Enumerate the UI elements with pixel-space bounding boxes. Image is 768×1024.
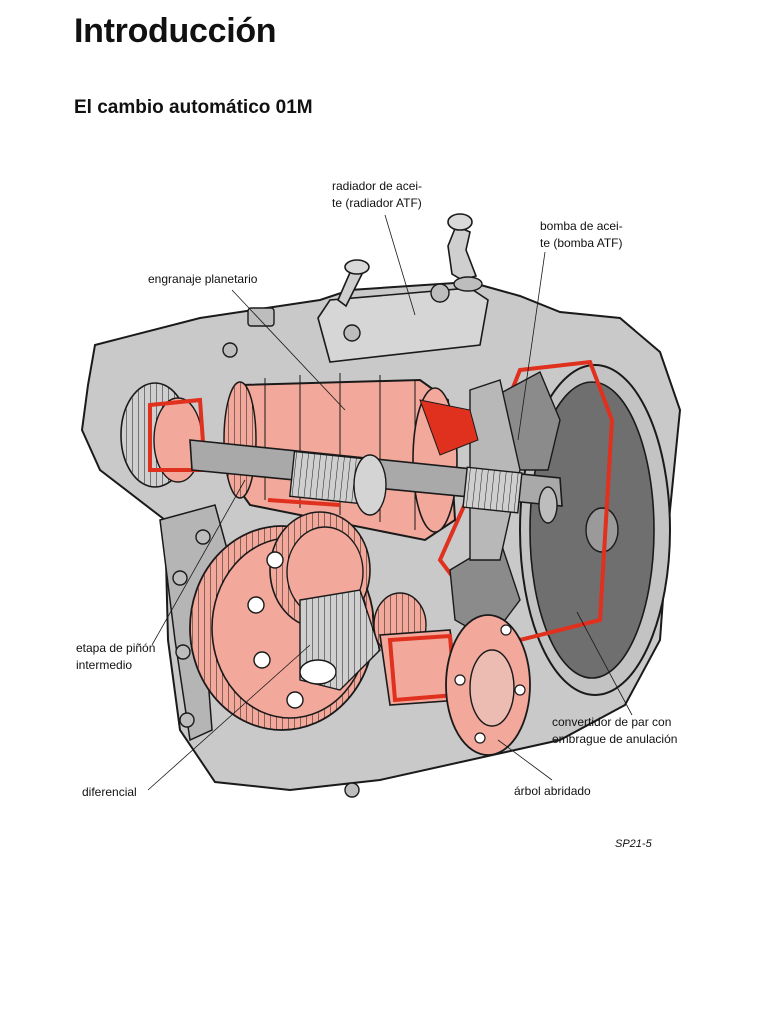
label-line: intermedio xyxy=(76,658,133,672)
cooler-pipes xyxy=(337,213,483,308)
label-convertidor: convertidor de par con embrague de anula… xyxy=(552,714,677,748)
label-engranaje-planetario: engranaje planetario xyxy=(148,271,257,288)
page-title: Introducción xyxy=(74,12,277,50)
differential-assembly xyxy=(189,511,427,731)
label-line: bomba de acei- xyxy=(540,219,623,233)
flanged-shaft xyxy=(379,614,531,756)
torque-converter xyxy=(437,359,671,696)
label-line: te (bomba ATF) xyxy=(540,236,623,250)
label-arbol-abridado: árbol abridado xyxy=(514,783,591,800)
main-shaft xyxy=(189,430,563,524)
label-line: te (radiador ATF) xyxy=(332,196,422,210)
label-diferencial: diferencial xyxy=(82,784,137,801)
figure-id: SP21-5 xyxy=(615,838,652,850)
label-line: etapa de piñón xyxy=(76,641,156,655)
page-subtitle: El cambio automático 01M xyxy=(74,97,313,118)
left-output-gear xyxy=(120,382,208,488)
label-bomba-atf: bomba de acei- te (bomba ATF) xyxy=(540,218,623,252)
label-etapa-pinon: etapa de piñón intermedio xyxy=(76,640,155,674)
label-line: radiador de acei- xyxy=(332,179,423,193)
label-line: árbol abridado xyxy=(514,784,591,798)
leader-lines xyxy=(147,214,633,791)
label-radiador-atf: radiador de acei- te (radiador ATF) xyxy=(332,178,422,212)
label-line: convertidor de par con xyxy=(552,715,672,729)
label-line: engranaje planetario xyxy=(148,272,258,286)
label-line: embrague de anulación xyxy=(552,732,678,746)
label-line: diferencial xyxy=(82,785,137,799)
